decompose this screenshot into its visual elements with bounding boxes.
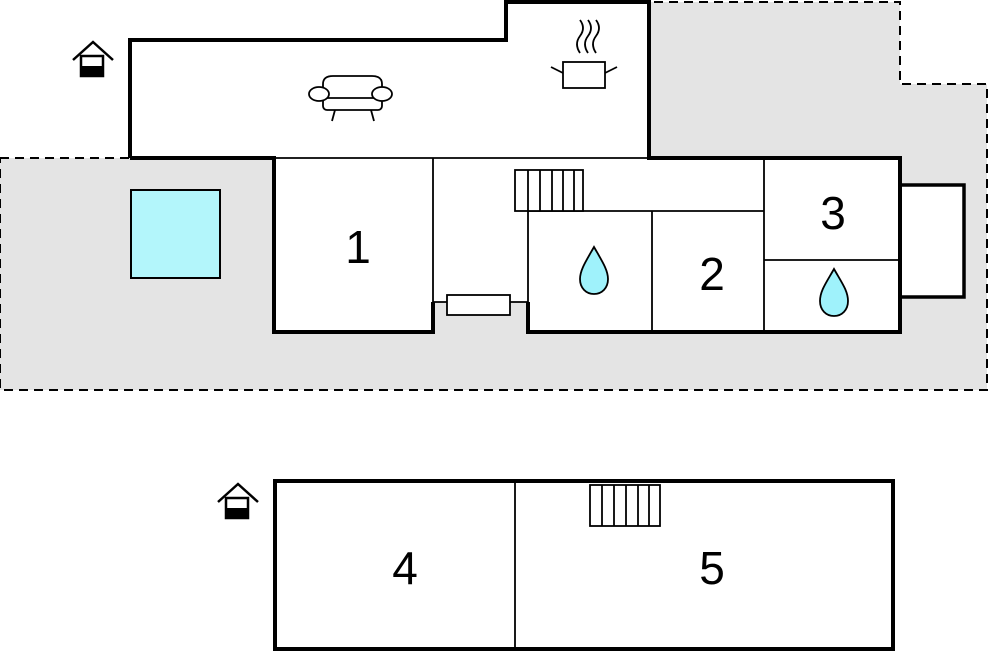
lower-floor: 4 5 bbox=[217, 479, 895, 651]
radiator-icon bbox=[446, 294, 511, 316]
house-level-icon bbox=[72, 40, 114, 78]
water-drop-icon bbox=[579, 245, 609, 295]
inner-walls bbox=[274, 157, 900, 332]
room-label-2: 2 bbox=[699, 248, 725, 300]
outer-walls bbox=[128, 0, 902, 334]
house-level-icon bbox=[217, 482, 259, 520]
upper-floor: 1 2 3 bbox=[0, 0, 988, 391]
cooking-pot-icon bbox=[550, 19, 618, 89]
side-extension bbox=[898, 183, 966, 299]
pool-icon bbox=[130, 189, 221, 279]
lower-building-walls bbox=[273, 479, 895, 651]
stairs-icon bbox=[589, 484, 661, 527]
room-label-1: 1 bbox=[345, 221, 371, 273]
stairs-icon bbox=[514, 169, 584, 212]
water-drop-icon bbox=[819, 267, 849, 317]
room-label-3: 3 bbox=[820, 187, 846, 239]
sofa-icon bbox=[308, 75, 393, 122]
room-label-4: 4 bbox=[392, 542, 418, 594]
room-label-5: 5 bbox=[699, 542, 725, 594]
